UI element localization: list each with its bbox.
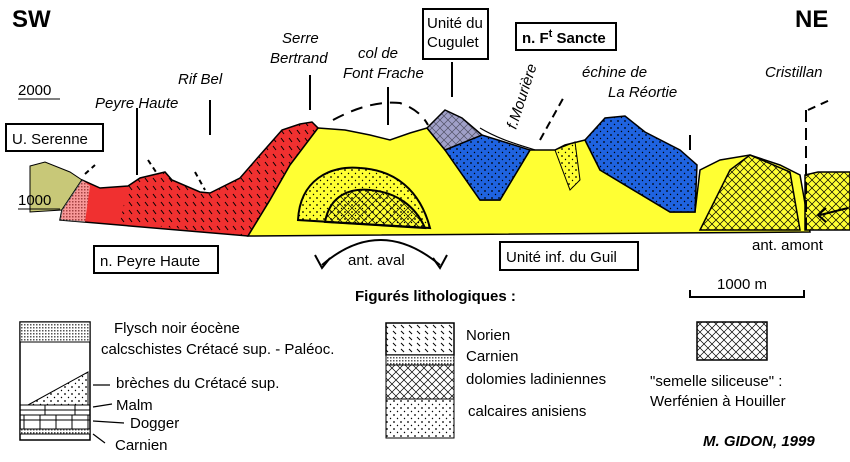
legend-dolomies: dolomies ladiniennes bbox=[466, 371, 606, 388]
cristillan-top bbox=[807, 99, 831, 111]
ne-folded-series bbox=[698, 154, 801, 231]
reortie-wedge bbox=[554, 141, 581, 191]
peyre-haute-nappe-box bbox=[93, 245, 219, 274]
guil-label: Unité inf. du Guil bbox=[506, 249, 617, 266]
arrowhead-right-icon bbox=[432, 254, 448, 270]
col-de-label: col de bbox=[358, 45, 398, 62]
ne-label: NE bbox=[795, 6, 828, 33]
scale-bar bbox=[689, 290, 805, 298]
ant-amont-arrow bbox=[819, 207, 849, 216]
legend-semelle: "semelle siliceuse" : bbox=[650, 373, 782, 390]
arrowhead-amont-icon bbox=[816, 207, 827, 223]
sw-label: SW bbox=[12, 6, 51, 33]
traces bbox=[18, 62, 849, 266]
swatch-semelle-siliceuse bbox=[696, 321, 768, 361]
red-fine-pattern bbox=[60, 180, 90, 222]
cugulet-label-1: Unité du bbox=[427, 15, 483, 32]
peyre-dashed bbox=[147, 159, 206, 191]
legend-carnien: Carnien bbox=[115, 437, 168, 454]
swatch-carnien bbox=[19, 428, 91, 435]
legend-column-2: Norien Carnien dolomies ladiniennes calc… bbox=[385, 322, 606, 439]
legend-flysch: Flysch noir éocène bbox=[114, 320, 240, 337]
ant-aval-fold-core bbox=[323, 188, 427, 230]
cristillan-label: Cristillan bbox=[765, 64, 823, 81]
legend-werfenien: Werfénien à Houiller bbox=[650, 393, 786, 410]
legend-malm: Malm bbox=[116, 397, 153, 414]
rif-bel-label: Rif Bel bbox=[178, 71, 223, 88]
serenne-box bbox=[5, 123, 104, 152]
reortie-label: La Réortie bbox=[608, 84, 677, 101]
arrowhead-left-icon bbox=[314, 254, 331, 270]
red-dash-pattern bbox=[120, 122, 318, 236]
ft-sancte-blue-west-dots bbox=[445, 135, 530, 200]
serenne-label: U. Serenne bbox=[12, 131, 88, 148]
serre-label: Serre bbox=[282, 30, 319, 47]
legend-dogger: Dogger bbox=[130, 415, 179, 432]
legend-title: Figurés lithologiques : bbox=[355, 288, 516, 305]
cugulet-box bbox=[422, 8, 489, 60]
guil-box bbox=[499, 241, 639, 271]
ft-sancte-blue-east-dots bbox=[585, 116, 697, 212]
serenne-dashed bbox=[84, 164, 96, 175]
font-frache-label: Font Frache bbox=[343, 65, 424, 82]
legend-breches: brèches du Crétacé sup. bbox=[116, 375, 279, 392]
scale-bar-label: 1000 m bbox=[717, 276, 767, 293]
bertrand-label: Bertrand bbox=[270, 50, 328, 67]
swatch-anisiens bbox=[385, 398, 455, 439]
swatch-malm bbox=[19, 404, 91, 416]
legend-calcschistes: calcschistes Crétacé sup. - Paléoc. bbox=[101, 341, 334, 358]
altitude-2000: 2000 bbox=[18, 82, 51, 99]
swatch-norien bbox=[385, 322, 455, 356]
echine-label: échine de bbox=[582, 64, 647, 81]
swatch-carnien-2 bbox=[385, 354, 455, 366]
mouriere-label: f.Mourière bbox=[504, 62, 541, 131]
peyre-haute-label: Peyre Haute bbox=[95, 95, 178, 112]
peyre-haute-nappe-label: n. Peyre Haute bbox=[100, 253, 200, 270]
geology-units bbox=[29, 109, 850, 237]
credit: M. GIDON, 1999 bbox=[703, 433, 815, 450]
legend-carnien-2: Carnien bbox=[466, 348, 519, 365]
cugulet-label-2: Cugulet bbox=[427, 34, 480, 51]
altitude-1000: 1000 bbox=[18, 192, 51, 209]
cristillan-pattern bbox=[805, 172, 850, 230]
legend-column-1: Flysch noir éocène calcschistes Crétacé … bbox=[19, 320, 334, 454]
legend-column-3: "semelle siliceuse" : Werfénien à Houill… bbox=[650, 321, 786, 410]
swatch-flysch bbox=[19, 321, 91, 343]
ant-amont-label: ant. amont bbox=[752, 237, 824, 254]
legend-norien: Norien bbox=[466, 327, 510, 344]
swatch-dolomies bbox=[385, 364, 455, 400]
legend-anisiens: calcaires anisiens bbox=[468, 403, 586, 420]
ant-aval-label: ant. aval bbox=[348, 252, 405, 269]
ft-sancte-box bbox=[515, 22, 617, 51]
ft-sancte-label: n. Ft Sancte bbox=[522, 28, 606, 47]
ant-aval-arc bbox=[321, 239, 441, 266]
flysch-lens bbox=[479, 127, 536, 151]
mouriere-fault-dashed bbox=[539, 94, 566, 141]
eroded-dashed-arc bbox=[332, 101, 429, 126]
swatch-dogger bbox=[19, 414, 91, 430]
